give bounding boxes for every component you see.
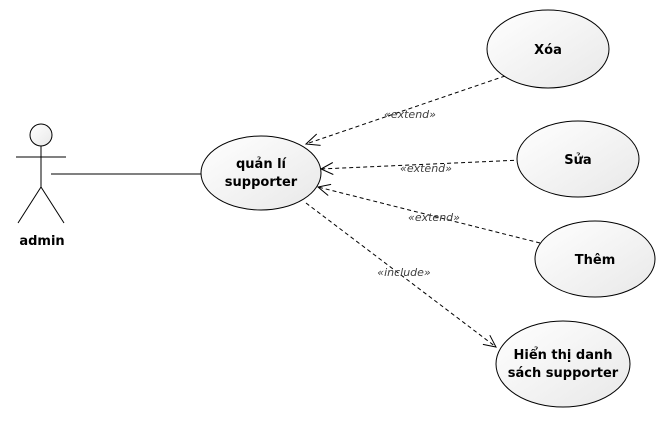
include-line — [305, 202, 497, 348]
usecase-label: Sửa — [564, 153, 591, 168]
usecase-label: Hiển thị danh — [514, 347, 613, 363]
usecase-ellipse — [495, 320, 631, 408]
usecase-label: supporter — [225, 175, 298, 190]
actor-head — [29, 123, 53, 147]
actor-admin[interactable]: admin — [16, 123, 66, 249]
include-manage-list: «include» — [305, 202, 497, 348]
extend-label: «extend» — [408, 211, 460, 224]
arrow-head — [316, 183, 332, 196]
arrow-head — [304, 133, 321, 146]
usecase-ellipse — [486, 9, 610, 89]
usecase-list-supporters[interactable]: Hiển thị danh sách supporter — [495, 320, 631, 408]
arrow-head — [482, 334, 497, 348]
usecase-label: quản lí — [236, 157, 288, 172]
usecase-delete[interactable]: Xóa — [486, 9, 610, 89]
usecase-ellipse — [534, 220, 656, 298]
extend-edit-manage: «extend» — [319, 159, 522, 175]
extend-line — [305, 75, 506, 145]
usecase-ellipse — [516, 120, 640, 198]
extend-line — [317, 186, 541, 244]
usecase-ellipse — [200, 135, 322, 211]
usecase-label: sách supporter — [508, 366, 619, 381]
actor-left-leg — [17, 186, 42, 224]
extend-delete-manage: «extend» — [304, 75, 506, 146]
extend-add-manage: «extend» — [316, 183, 541, 244]
actor-label: admin — [19, 234, 64, 249]
usecase-label: Xóa — [534, 43, 562, 58]
extend-label: «extend» — [384, 108, 436, 121]
include-label: «include» — [377, 266, 431, 279]
extend-label: «extend» — [400, 162, 452, 175]
usecase-label: Thêm — [575, 253, 616, 268]
usecase-add[interactable]: Thêm — [534, 220, 656, 298]
usecase-edit[interactable]: Sửa — [516, 120, 640, 198]
extend-line — [320, 159, 522, 170]
actor-right-leg — [40, 186, 65, 224]
usecase-manage-supporter[interactable]: quản lí supporter — [200, 135, 322, 211]
